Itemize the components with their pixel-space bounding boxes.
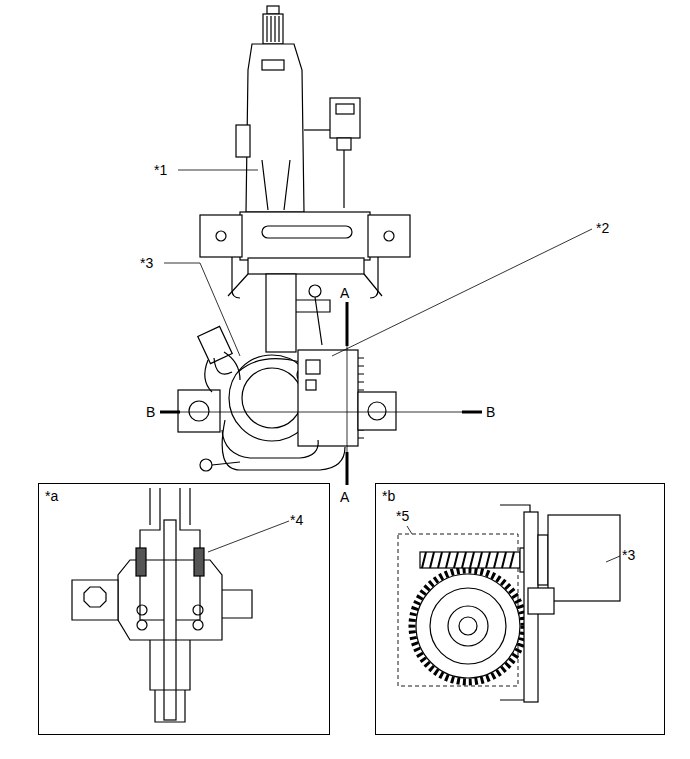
inset-frame: *a [38,483,330,735]
inset-frame: *b [375,483,665,735]
callout-number: *1 [154,162,167,178]
inset-label: *b [376,484,401,508]
callout-number: *3 [140,255,153,271]
callout-number: *5 [396,508,409,524]
section-mark: A [340,285,349,301]
section-mark: B [146,404,155,420]
callout-number: *3 [622,547,635,563]
section-mark: B [486,404,495,420]
section-mark: A [340,489,349,505]
inset-label: *a [39,484,64,508]
callout-number: *4 [290,512,303,528]
callout-number: *2 [596,220,609,236]
